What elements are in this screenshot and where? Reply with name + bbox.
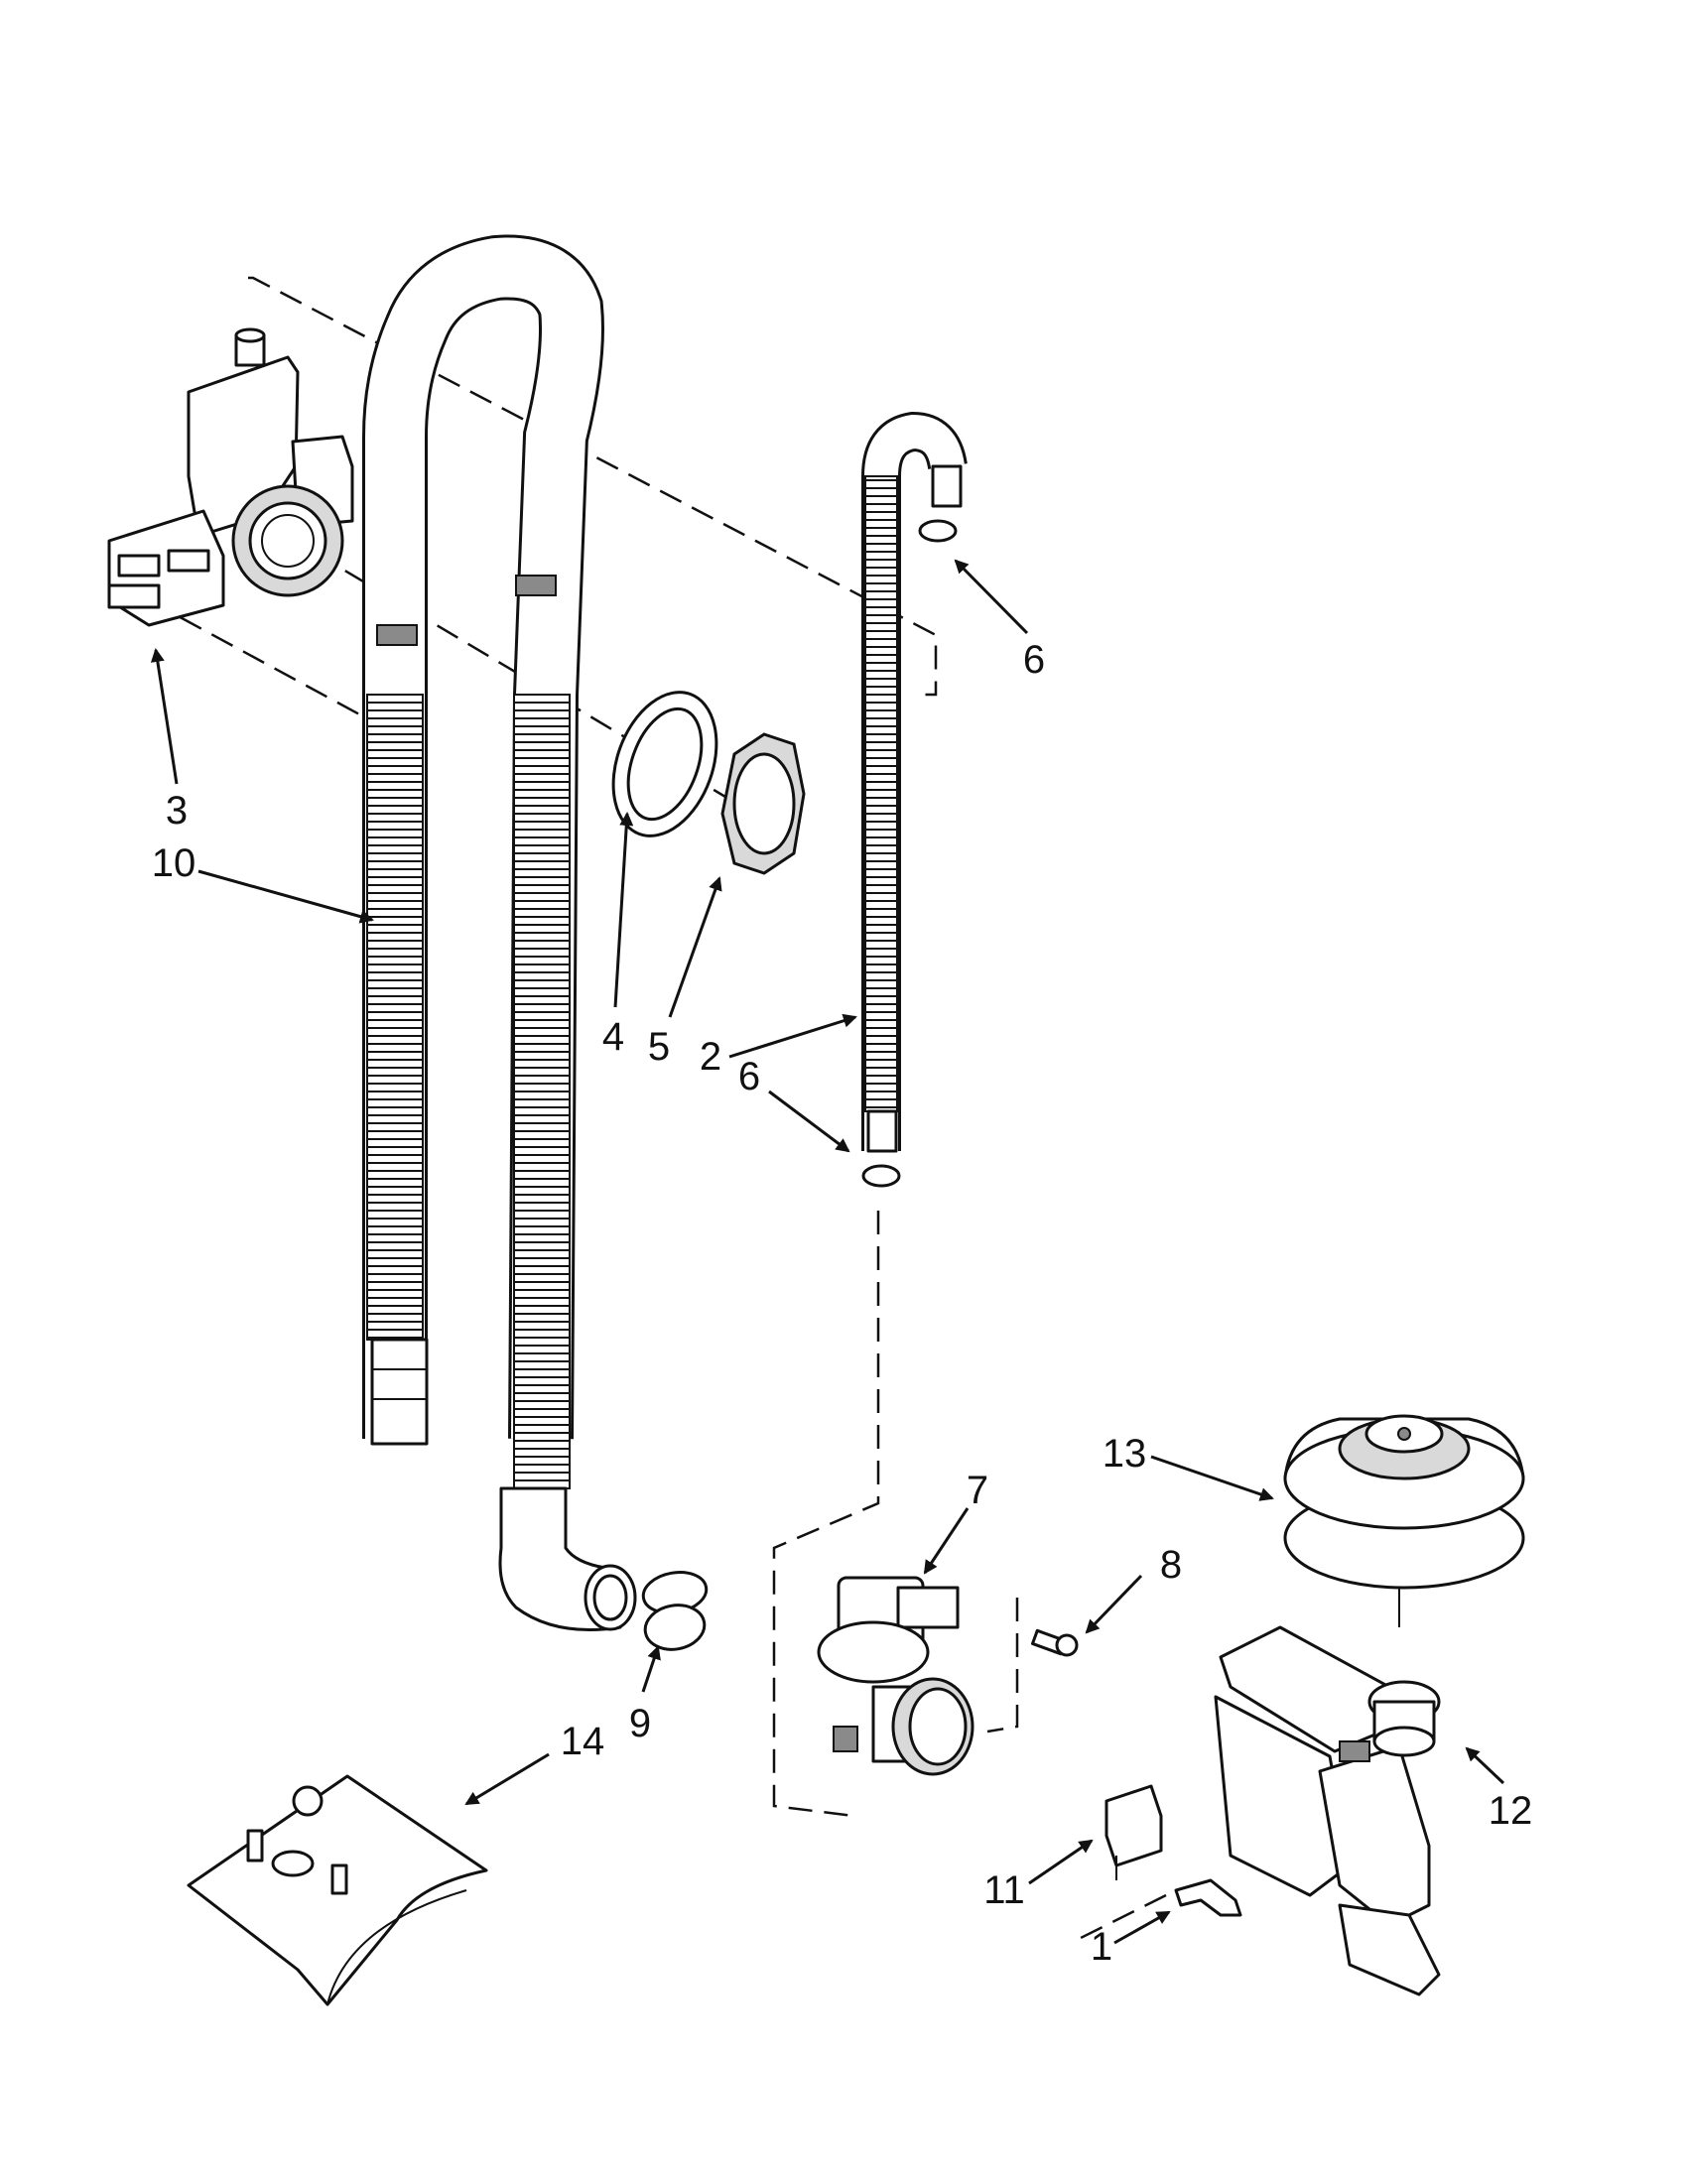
micro-switch bbox=[1104, 1784, 1163, 1880]
callout-9: 9 bbox=[629, 1702, 651, 1745]
callout-8: 8 bbox=[1160, 1543, 1182, 1587]
callout-11: 11 bbox=[983, 1868, 1025, 1912]
callout-4: 4 bbox=[602, 1015, 624, 1059]
callout-3: 3 bbox=[166, 789, 188, 833]
assembly-dashed-lines bbox=[148, 276, 1167, 1942]
screw bbox=[1031, 1628, 1079, 1657]
callout-5: 5 bbox=[648, 1025, 670, 1069]
hose-clamp bbox=[641, 1571, 709, 1651]
actuator-clip bbox=[1174, 1878, 1242, 1917]
float bbox=[1283, 1414, 1525, 1627]
inlet-valve bbox=[817, 1576, 974, 1776]
callout-6-top: 6 bbox=[1023, 638, 1045, 682]
gasket-ring bbox=[611, 691, 718, 837]
callout-14: 14 bbox=[561, 1720, 605, 1763]
hardware-bag bbox=[187, 1774, 488, 2006]
hex-nut bbox=[720, 732, 806, 875]
callout-6-bottom: 6 bbox=[738, 1055, 760, 1098]
callout-labels: 1 2 3 4 5 6 6 7 8 9 10 11 12 13 14 bbox=[152, 638, 1533, 1969]
fill-hose bbox=[861, 411, 968, 1188]
leader-arrows bbox=[150, 559, 1505, 1945]
callout-2: 2 bbox=[700, 1035, 721, 1079]
callout-7: 7 bbox=[967, 1469, 988, 1512]
drain-hose bbox=[362, 234, 637, 1631]
callout-12: 12 bbox=[1489, 1789, 1533, 1833]
callout-13: 13 bbox=[1103, 1432, 1147, 1476]
vent-bracket bbox=[107, 327, 354, 627]
float-switch-bracket bbox=[1214, 1625, 1441, 1996]
callout-10: 10 bbox=[152, 841, 196, 885]
callout-1: 1 bbox=[1091, 1925, 1112, 1969]
